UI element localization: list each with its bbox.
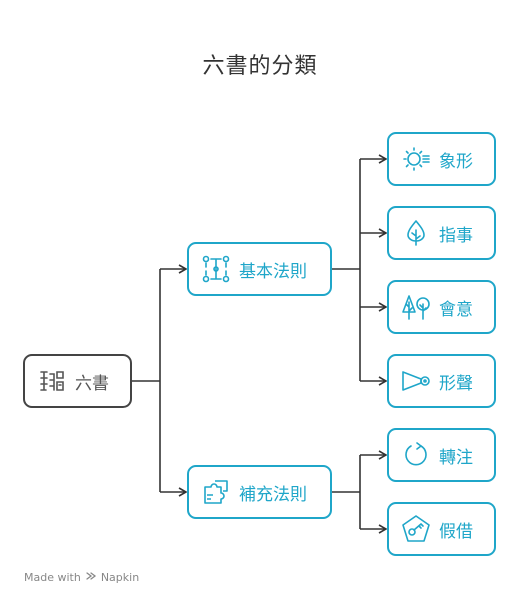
- group-label-supplement: 補充法則: [239, 484, 307, 505]
- leaf-label-zhuanzhu: 轉注: [439, 447, 473, 468]
- leaf-label-zhishi: 指事: [439, 225, 473, 246]
- trees-icon: [401, 292, 431, 322]
- watermark-prefix: Made with: [24, 571, 81, 584]
- root-label: 六書: [75, 373, 109, 394]
- group-node-basic[interactable]: 基本法則: [187, 242, 332, 296]
- leaf-label-xingsheng: 形聲: [439, 373, 473, 394]
- tree-pointer-icon: [401, 218, 431, 248]
- skeleton-structure-icon: [201, 254, 231, 284]
- leaf-node-jiajie[interactable]: 假借: [387, 502, 496, 556]
- leaf-label-xiangxing: 象形: [439, 151, 473, 172]
- watermark: Made with Napkin: [24, 570, 139, 585]
- calligraphy-characters-icon: [37, 366, 67, 396]
- group-label-basic: 基本法則: [239, 261, 307, 282]
- puzzle-piece-icon: [201, 477, 231, 507]
- leaf-label-huiyi: 會意: [439, 299, 473, 320]
- napkin-logo-icon: [85, 570, 97, 585]
- key-pentagon-icon: [401, 514, 431, 544]
- leaf-node-xingsheng[interactable]: 形聲: [387, 354, 496, 408]
- horn-sound-icon: [401, 366, 431, 396]
- leaf-node-zhuanzhu[interactable]: 轉注: [387, 428, 496, 482]
- root-node[interactable]: 六書: [23, 354, 132, 408]
- leaf-node-huiyi[interactable]: 會意: [387, 280, 496, 334]
- group-node-supplement[interactable]: 補充法則: [187, 465, 332, 519]
- diagram-title: 六書的分類: [202, 54, 318, 79]
- leaf-node-xiangxing[interactable]: 象形: [387, 132, 496, 186]
- circular-arrow-icon: [401, 440, 431, 470]
- watermark-brand: Napkin: [100, 571, 140, 584]
- leaf-node-zhishi[interactable]: 指事: [387, 206, 496, 260]
- leaf-label-jiajie: 假借: [439, 521, 473, 542]
- sun-rays-icon: [401, 144, 431, 174]
